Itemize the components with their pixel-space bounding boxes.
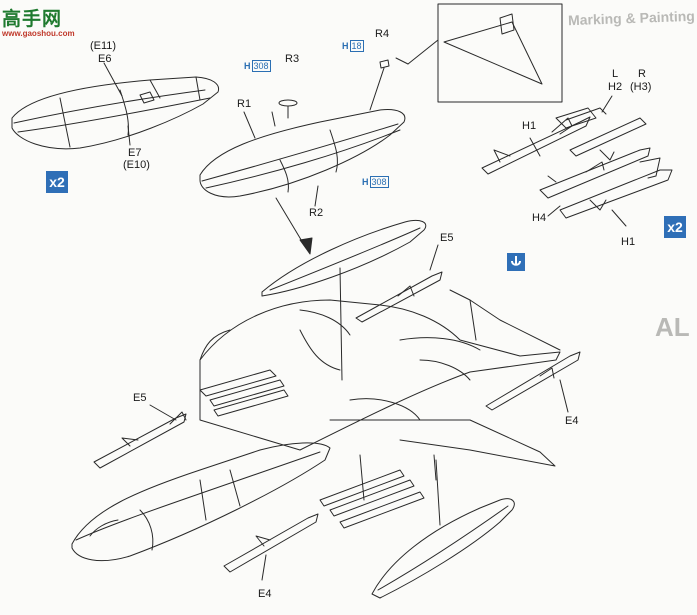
detail-inset	[395, 3, 563, 103]
label-h3: (H3)	[630, 81, 652, 93]
missile-e4-bottom	[223, 513, 319, 581]
lower-fuel-tank	[371, 459, 515, 599]
label-e5-top: E5	[440, 232, 454, 244]
label-h1-top: H1	[522, 120, 537, 132]
watermark-url: www.gaoshou.com	[2, 29, 75, 38]
label-e11: (E11)	[90, 40, 117, 52]
label-r3: R3	[285, 53, 300, 65]
aircraft-lower-fuselage	[71, 442, 331, 562]
cement-glue-icon	[507, 253, 525, 271]
label-h1-bottom: H1	[621, 236, 636, 248]
label-e5-left: E5	[133, 392, 147, 404]
label-r2: R2	[309, 207, 324, 219]
label-r4: R4	[375, 28, 390, 40]
label-e7: E7	[128, 147, 142, 159]
ref-number: 308	[369, 176, 389, 188]
label-h4: H4	[532, 212, 547, 224]
background-marking-code: AL	[655, 312, 690, 342]
label-e4-right: E4	[565, 415, 579, 427]
missile-e5-top	[355, 244, 443, 323]
aircraft-fuselage	[199, 289, 561, 467]
label-r: R	[638, 68, 646, 80]
multiplier-badge-left-tank: x2	[46, 171, 68, 193]
centerline-tank	[261, 219, 427, 381]
center-fuel-tank	[199, 59, 406, 207]
ref-h-letter: H	[244, 61, 251, 71]
ref-h-letter: H	[362, 177, 369, 187]
label-e4-bottom: E4	[258, 588, 272, 600]
missile-e4-right	[485, 351, 581, 413]
label-l: L	[612, 68, 619, 80]
glue-drop-icon	[511, 256, 521, 266]
label-r1: R1	[237, 98, 252, 110]
label-h2: H2	[608, 81, 623, 93]
watermark-logo: 高手网 www.gaoshou.com	[2, 4, 75, 38]
pylon-missile-rack	[199, 369, 437, 529]
multiplier-badge-right-missiles: x2	[664, 216, 686, 238]
watermark-logo-text: 高手网	[2, 9, 63, 30]
ref-number: 18	[349, 40, 364, 52]
ref-number: 308	[251, 60, 271, 72]
install-arrow	[275, 197, 313, 255]
label-e6: E6	[98, 53, 112, 65]
ref-h-letter: H	[342, 41, 349, 51]
left-fuel-tank	[11, 62, 220, 150]
missile-group-right	[481, 95, 673, 227]
label-e10: (E10)	[123, 159, 150, 171]
missile-e5-left	[93, 404, 187, 469]
